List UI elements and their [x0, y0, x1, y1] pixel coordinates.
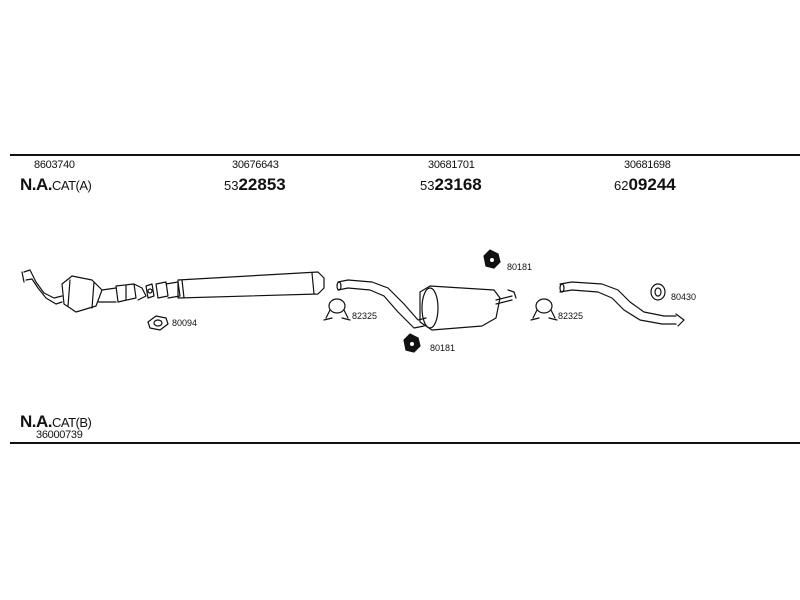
- bottom-rule: [10, 442, 800, 444]
- label-rubber-top: 80181: [507, 262, 533, 272]
- footer-name-rest: CAT(B): [52, 415, 92, 430]
- col1-name: N.A.CAT(A): [20, 175, 92, 195]
- footer-name-bold: N.A.: [20, 412, 53, 431]
- middle-silencer-drawing: [155, 271, 325, 299]
- rubber-mount-bottom-drawing: [403, 333, 421, 353]
- col3-code-bold: 23168: [434, 175, 482, 194]
- tail-pipe-drawing: [559, 281, 685, 327]
- clamp-right-drawing: [530, 298, 558, 321]
- col2-code: 5322853: [224, 175, 286, 195]
- intermediate-pipe-drawing: [336, 279, 427, 329]
- col1-name-rest: CAT(A): [52, 178, 92, 193]
- col4-prefix: 62: [614, 178, 629, 193]
- coupling-drawing: [145, 283, 155, 299]
- footer-name: N.A.CAT(B): [20, 412, 92, 432]
- label-gasket: 80094: [172, 318, 198, 328]
- col1-name-bold: N.A.: [20, 175, 53, 194]
- top-rule: [10, 154, 800, 156]
- label-clamp-left: 82325: [352, 311, 378, 321]
- rear-silencer-drawing: [419, 285, 517, 331]
- col2-code-bold: 22853: [238, 175, 286, 194]
- label-rubber-bottom: 80181: [430, 343, 456, 353]
- rubber-mount-top-drawing: [483, 249, 501, 269]
- catalytic-converter-drawing: [21, 269, 147, 313]
- col3-prefix: 53: [420, 178, 435, 193]
- clamp-left-drawing: [323, 298, 351, 321]
- col3-code: 5323168: [420, 175, 482, 195]
- ring-drawing: [650, 283, 666, 301]
- col2-prefix: 53: [224, 178, 239, 193]
- col1-part-number: 8603740: [34, 159, 75, 171]
- col3-part-number: 30681701: [428, 159, 475, 171]
- col4-code: 6209244: [614, 175, 676, 195]
- gasket-drawing: [147, 315, 169, 331]
- col4-part-number: 30681698: [624, 159, 671, 171]
- col4-code-bold: 09244: [628, 175, 676, 194]
- col2-part-number: 30676643: [232, 159, 279, 171]
- label-clamp-right: 82325: [558, 311, 584, 321]
- footer-part-number: 36000739: [36, 429, 83, 441]
- label-ring: 80430: [671, 292, 697, 302]
